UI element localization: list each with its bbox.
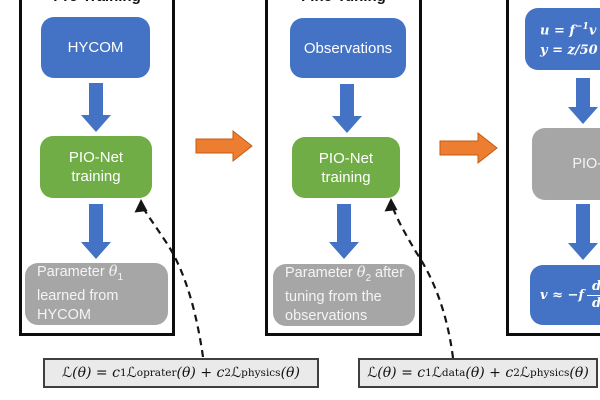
observations-label: Observations xyxy=(303,39,393,57)
theta-symbol: θ xyxy=(356,265,366,282)
hycom-box: HYCOM xyxy=(41,17,150,78)
parameter-theta1-box: Parameter θ1 learned from HYCOM xyxy=(25,263,168,325)
input-equations-box: u = f−1v y = z/50 xyxy=(525,8,600,70)
pio-net-training-box-2: PIO-Net training xyxy=(292,137,400,198)
pio-net-training-box-1: PIO-Net training xyxy=(40,136,152,198)
hycom-label: HYCOM xyxy=(67,39,124,56)
parameter-theta2-box: Parameter θ2 after tuning from the obser… xyxy=(273,264,415,326)
output-equation-box: v ≈ −f dd xyxy=(530,265,600,325)
right-arrow-icon xyxy=(439,131,498,165)
observations-box: Observations xyxy=(290,18,406,78)
theta-symbol: θ xyxy=(108,264,118,281)
right-arrow-icon xyxy=(195,129,253,163)
panel-pre-training-title: Pre-Training xyxy=(22,0,172,4)
fraction: dd xyxy=(586,280,600,310)
pio-net-box-3: PIO-Net xyxy=(532,128,600,200)
panel-fine-tuning-title: Fine-Tuning xyxy=(268,0,419,4)
